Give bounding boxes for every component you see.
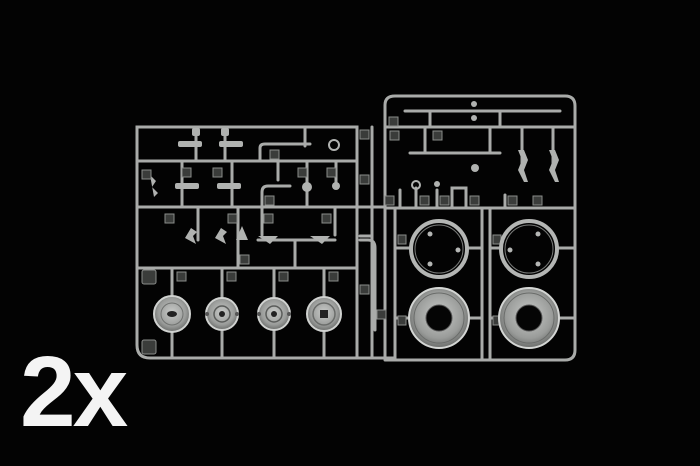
rings-right bbox=[409, 219, 559, 279]
right-frame-outline bbox=[383, 94, 577, 362]
wheel-hubs-left bbox=[153, 295, 342, 333]
left-frame-outline bbox=[135, 125, 359, 360]
wheels-right bbox=[408, 287, 560, 349]
quantity-label: 2x bbox=[20, 336, 128, 448]
